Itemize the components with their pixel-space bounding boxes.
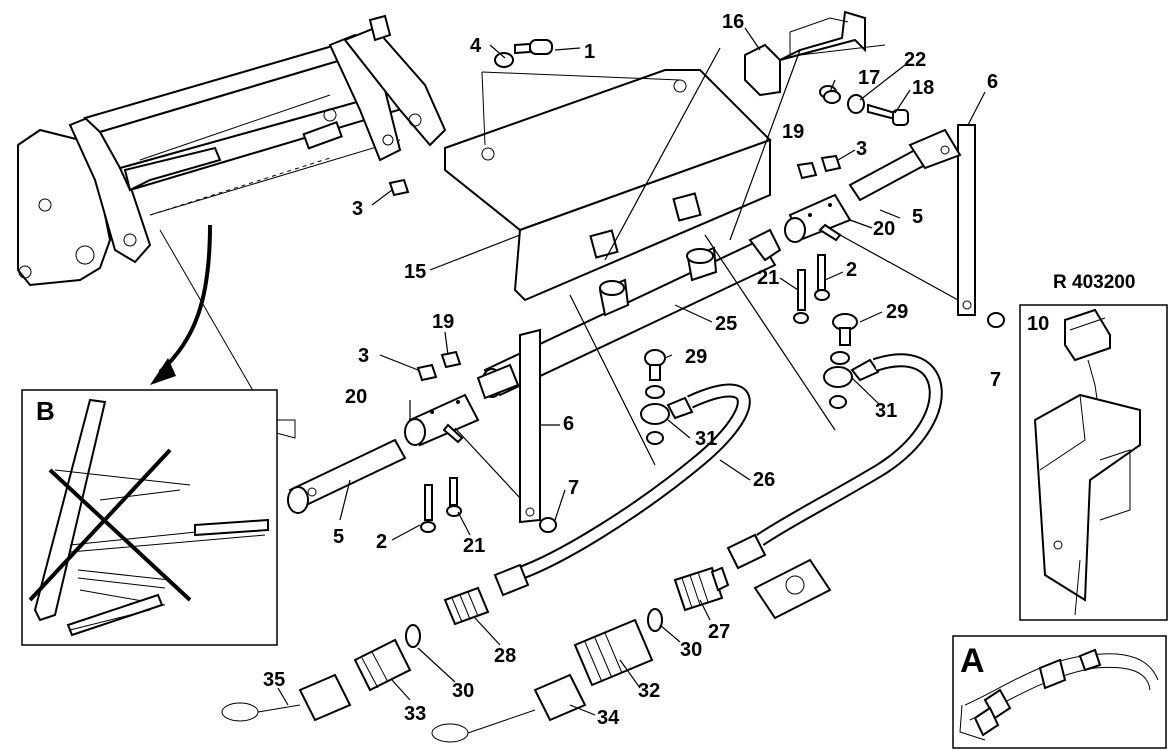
callout-31-mid: 31 — [695, 428, 717, 450]
callout-16: 16 — [722, 11, 744, 33]
couplings — [221, 558, 832, 743]
callout-19-top: 19 — [782, 121, 804, 143]
callout-3-left: 3 — [352, 198, 363, 220]
callout-19-mid: 19 — [432, 311, 454, 333]
callout-18: 18 — [912, 77, 934, 99]
inset-switch: R 403200 10 — [1019, 272, 1168, 621]
callout-25: 25 — [715, 313, 737, 335]
callout-31-right: 31 — [875, 400, 897, 422]
callout-10: 10 — [1027, 313, 1049, 335]
callout-32: 32 — [638, 680, 660, 702]
callout-29-mid: 29 — [685, 346, 707, 368]
callout-3-mid: 3 — [358, 345, 369, 367]
hose-26 — [493, 353, 943, 597]
pointer-arrow — [150, 224, 296, 439]
callout-3-top: 3 — [856, 138, 867, 160]
plate-15 — [444, 69, 772, 302]
sleeve-20-left — [404, 350, 480, 447]
inset-b: B — [21, 389, 278, 646]
screws-right — [793, 254, 830, 324]
inset-a: A — [952, 635, 1167, 749]
loader-frame — [17, 14, 447, 287]
callout-5-left: 5 — [333, 526, 344, 548]
callout-20-right: 20 — [873, 218, 895, 240]
callout-34: 34 — [597, 707, 620, 729]
callout-27: 27 — [708, 621, 730, 643]
callout-20-left: 20 — [345, 386, 367, 408]
callout-1: 1 — [584, 41, 595, 63]
callout-22: 22 — [904, 49, 926, 71]
strap-6-mid — [519, 328, 557, 533]
bracket-16 — [744, 10, 886, 97]
callout-2-left: 2 — [376, 531, 387, 553]
callout-21-right: 21 — [757, 267, 779, 289]
callout-2-right: 2 — [846, 259, 857, 281]
tube-25 — [481, 228, 782, 398]
reference-code: R 403200 — [1053, 272, 1135, 293]
callout-5-right: 5 — [912, 206, 923, 228]
callout-7-right: 7 — [990, 369, 1001, 391]
callout-29-right: 29 — [886, 301, 908, 323]
inset-b-label: B — [36, 396, 55, 426]
callout-26: 26 — [753, 469, 775, 491]
callout-6-top: 6 — [987, 71, 998, 93]
callout-17: 17 — [858, 67, 880, 89]
screws-left — [420, 477, 462, 533]
bolt-1 — [481, 39, 681, 146]
callout-4: 4 — [470, 35, 482, 57]
callout-35: 35 — [263, 669, 285, 691]
bolt-18 — [819, 85, 909, 126]
callout-7-mid: 7 — [568, 477, 579, 499]
callout-15: 15 — [404, 261, 426, 283]
pin-5-left — [287, 363, 520, 514]
nuts-top — [388, 154, 842, 197]
pin-5-right — [848, 128, 962, 202]
callout-33: 33 — [404, 703, 426, 725]
leader-lines — [277, 27, 986, 716]
callout-28: 28 — [494, 645, 516, 667]
callout-6-mid: 6 — [563, 413, 574, 435]
callout-labels: 1 4 16 22 17 18 6 19 3 3 20 5 15 21 2 29… — [263, 11, 1001, 729]
inset-a-label: A — [960, 642, 985, 680]
callout-30-right: 30 — [680, 639, 702, 661]
strap-6-right — [957, 124, 1005, 328]
valves-29-31 — [640, 313, 880, 445]
callout-21-left: 21 — [463, 535, 485, 557]
callout-30-left: 30 — [452, 680, 474, 702]
